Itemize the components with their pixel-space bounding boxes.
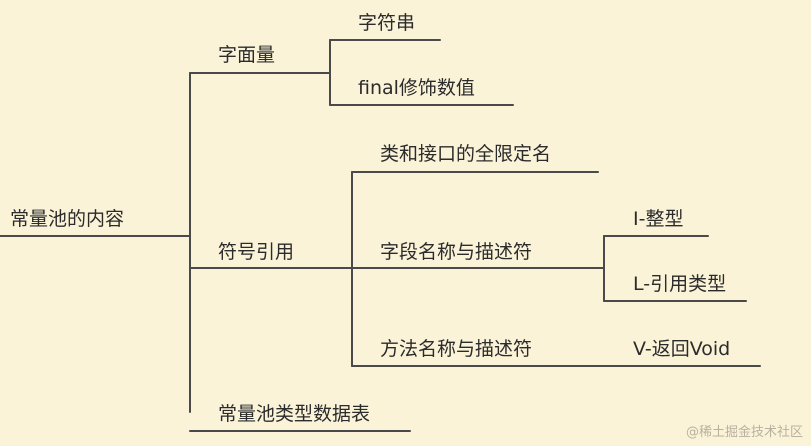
ref-type-node: L-引用类型 (633, 273, 727, 295)
class-name-node: 类和接口的全限定名 (380, 143, 552, 165)
table-node: 常量池类型数据表 (218, 403, 371, 425)
literal-node: 字面量 (218, 44, 276, 66)
root-node: 常量池的内容 (10, 208, 125, 230)
string-node: 字符串 (358, 12, 416, 34)
int-type-node: I-整型 (633, 208, 684, 230)
watermark: @稀土掘金技术社区 (685, 425, 803, 440)
final-value-node: final修饰数值 (358, 77, 475, 99)
void-type-node: V-返回Void (633, 338, 731, 360)
method-node: 方法名称与描述符 (380, 338, 533, 360)
symbol-ref-node: 符号引用 (218, 241, 295, 263)
root-trunk (189, 72, 203, 413)
field-node: 字段名称与描述符 (380, 241, 533, 263)
